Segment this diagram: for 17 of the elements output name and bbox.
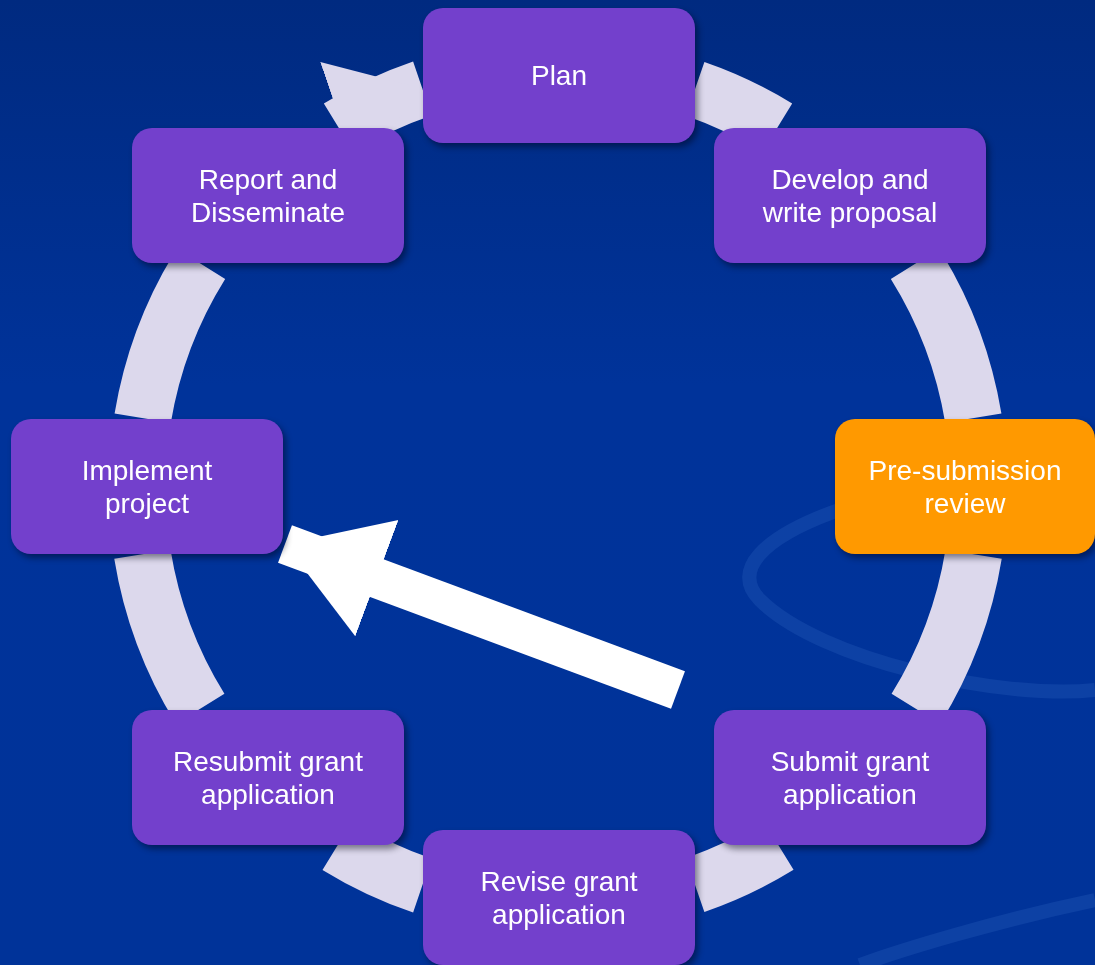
step-label: Develop and write proposal xyxy=(761,162,939,229)
process-box xyxy=(132,710,404,845)
process-box xyxy=(11,419,283,554)
step-label: Pre-submission review xyxy=(867,453,1063,520)
process-box xyxy=(423,8,695,143)
process-box xyxy=(835,419,1095,554)
step-label: Revise grant application xyxy=(479,864,639,931)
step-label: Report and Disseminate xyxy=(189,162,347,229)
step-label: Plan xyxy=(530,59,587,92)
step-label: Resubmit grant application xyxy=(172,744,364,811)
process-box xyxy=(714,710,986,845)
step-label: Implement project xyxy=(80,453,214,520)
step-label: Submit grant application xyxy=(769,744,931,811)
process-box xyxy=(714,128,986,263)
process-box xyxy=(423,830,695,965)
process-box xyxy=(132,128,404,263)
block-arrow xyxy=(278,520,685,709)
